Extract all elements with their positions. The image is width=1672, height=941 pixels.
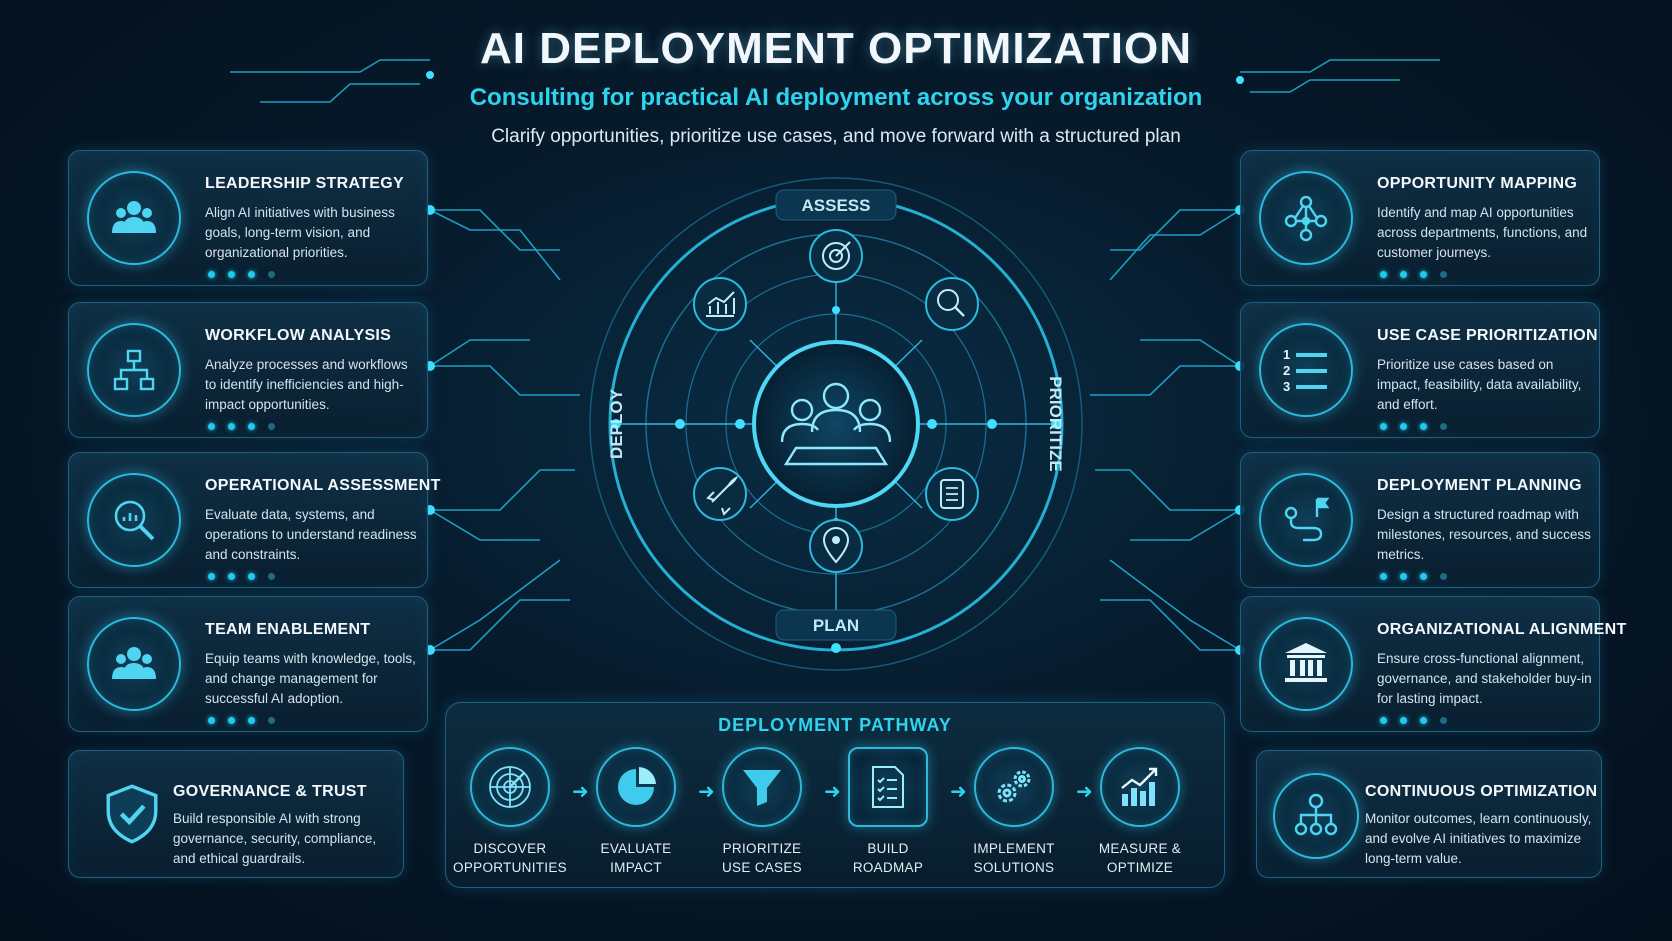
card-title: OPPORTUNITY MAPPING: [1377, 175, 1578, 192]
search-chart-icon: [925, 277, 979, 331]
card-leadership-strategy: LEADERSHIP STRATEGY Align AI initiatives…: [68, 150, 428, 286]
shield-check-icon: [89, 771, 179, 861]
pathway-title: DEPLOYMENT PATHWAY: [718, 715, 952, 735]
cycle-label-prioritize: PRIORITIZE: [1046, 376, 1065, 471]
card-dots: [208, 567, 288, 585]
arrow-right-icon: ➜: [698, 781, 715, 803]
card-dots: [208, 265, 288, 283]
node-tree-icon: [1273, 773, 1359, 859]
card-title: TEAM ENABLEMENT: [205, 621, 371, 638]
people-group-icon: [87, 171, 181, 265]
card-title: WORKFLOW ANALYSIS: [205, 327, 392, 344]
cycle-label-deploy: DEPLOY: [607, 388, 626, 459]
pie-chart-icon: [596, 747, 676, 827]
card-title: USE CASE PRIORITIZATION: [1377, 327, 1598, 344]
svg-text:2: 2: [1283, 363, 1290, 378]
arrow-right-icon: ➜: [950, 781, 967, 803]
clipboard-icon: [925, 467, 979, 521]
card-operational-assessment: OPERATIONAL ASSESSMENT Evaluate data, sy…: [68, 452, 440, 588]
funnel-icon: [722, 747, 802, 827]
growth-chart-icon: [1100, 747, 1180, 827]
card-dots: [1380, 711, 1460, 729]
location-pin-icon: [809, 519, 863, 573]
svg-text:3: 3: [1283, 379, 1290, 394]
card-description: Identify and map AI opportunities across…: [1377, 205, 1588, 260]
card-governance-trust: GOVERNANCE & TRUST Build responsible AI …: [68, 750, 404, 878]
magnifier-chart-icon: [87, 473, 181, 567]
card-title: LEADERSHIP STRATEGY: [205, 175, 404, 192]
pathway-step-measure: MEASURE &OPTIMIZE: [1078, 747, 1202, 877]
card-description: Prioritize use cases based on impact, fe…: [1377, 357, 1582, 412]
card-description: Ensure cross-functional alignment, gover…: [1377, 651, 1592, 706]
institution-icon: [1259, 617, 1353, 711]
card-dots: [1380, 265, 1460, 283]
card-dots: [208, 711, 288, 729]
card-dots: [1380, 417, 1460, 435]
radar-icon: [470, 747, 550, 827]
card-deployment-planning: DEPLOYMENT PLANNING Design a structured …: [1240, 452, 1600, 588]
card-description: Analyze processes and workflows to ident…: [205, 357, 408, 412]
card-title: DEPLOYMENT PLANNING: [1377, 477, 1582, 494]
gears-icon: [974, 747, 1054, 827]
bar-chart-icon: [693, 277, 747, 331]
card-title: CONTINUOUS OPTIMIZATION: [1365, 783, 1598, 800]
arrow-right-icon: ➜: [572, 781, 589, 803]
cycle-label-plan: PLAN: [813, 616, 859, 635]
cycle-label-assess: ASSESS: [802, 196, 871, 215]
card-title: OPERATIONAL ASSESSMENT: [205, 477, 441, 494]
card-dots: [1380, 567, 1460, 585]
route-flag-icon: [1259, 473, 1353, 567]
card-description: Equip teams with knowledge, tools, and c…: [205, 651, 416, 706]
rocket-icon: [693, 467, 747, 521]
team-meeting-icon: [780, 382, 892, 466]
card-continuous-optimization: CONTINUOUS OPTIMIZATION Monitor outcomes…: [1256, 750, 1602, 878]
card-opportunity-mapping: OPPORTUNITY MAPPING Identify and map AI …: [1240, 150, 1600, 286]
card-description: Design a structured roadmap with milesto…: [1377, 507, 1591, 562]
network-nodes-icon: [1259, 171, 1353, 265]
card-title: ORGANIZATIONAL ALIGNMENT: [1377, 621, 1627, 638]
card-organizational-alignment: ORGANIZATIONAL ALIGNMENT Ensure cross-fu…: [1240, 596, 1626, 732]
document-checklist-icon: [848, 747, 928, 827]
page-tagline: Clarify opportunities, prioritize use ca…: [491, 126, 1181, 147]
page-title: AI DEPLOYMENT OPTIMIZATION: [479, 24, 1193, 73]
card-dots: [208, 417, 288, 435]
flowchart-icon: [87, 323, 181, 417]
page-subtitle: Consulting for practical AI deployment a…: [469, 84, 1203, 111]
card-description: Build responsible AI with strong governa…: [173, 811, 377, 866]
people-group-icon: [87, 617, 181, 711]
arrow-right-icon: ➜: [1076, 781, 1093, 803]
svg-text:1: 1: [1283, 347, 1290, 362]
card-description: Align AI initiatives with business goals…: [205, 205, 395, 260]
card-description: Monitor outcomes, learn continuously, an…: [1365, 811, 1592, 866]
step-label: MEASURE &OPTIMIZE: [1098, 841, 1182, 875]
arrow-right-icon: ➜: [824, 781, 841, 803]
card-team-enablement: TEAM ENABLEMENT Equip teams with knowled…: [68, 596, 428, 732]
card-description: Evaluate data, systems, and operations t…: [205, 507, 417, 562]
card-workflow-analysis: WORKFLOW ANALYSIS Analyze processes and …: [68, 302, 428, 438]
cycle-hub: ASSESS PLAN DEPLOY PRIORITIZE: [589, 177, 1083, 671]
outer-ring: [589, 177, 1083, 671]
card-title: GOVERNANCE & TRUST: [173, 783, 367, 800]
target-icon: [809, 229, 863, 283]
center-circle: [752, 340, 920, 508]
